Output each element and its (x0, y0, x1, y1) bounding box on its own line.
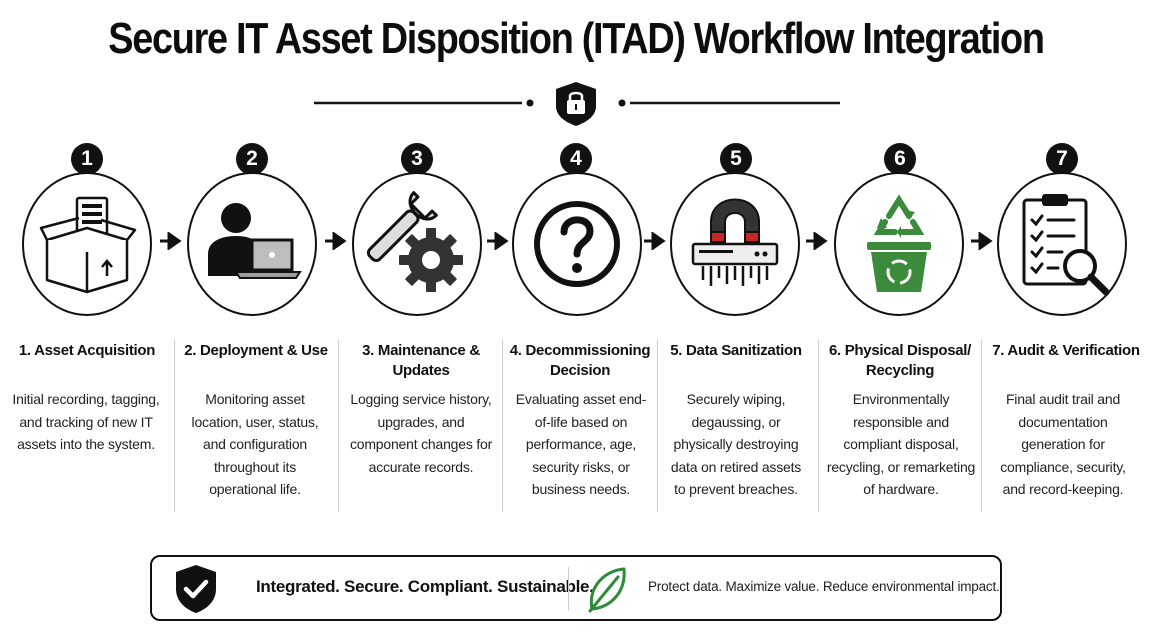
step-5-number: 5 (720, 143, 752, 175)
shield-check-icon (176, 565, 216, 613)
column-separator (657, 340, 658, 512)
step-2-circle (187, 172, 317, 316)
user-laptop-icon (208, 203, 302, 279)
step-5-circle (670, 172, 800, 316)
step-3-description: Logging service history, upgrades, and c… (349, 391, 493, 475)
step-4-title: 4. Decommissioning Decision (509, 342, 651, 379)
step-7-description: Final audit trail and documentation gene… (1000, 391, 1126, 497)
footer-subline: Protect data. Maximize value. Reduce env… (648, 579, 1000, 594)
step-3-title: 3. Maintenance & Updates (362, 342, 480, 379)
title-divider (314, 82, 840, 126)
footer-banner: Integrated. Secure. Compliant. Sustainab… (150, 555, 1002, 621)
step-1-circle (22, 172, 152, 316)
step-7-title: 7. Audit & Verification (992, 342, 1140, 359)
column-separator (818, 340, 819, 512)
column-separator (338, 340, 339, 512)
arrow-5-6 (806, 232, 828, 250)
step-1-title: 1. Asset Acquisition (18, 342, 156, 359)
footer-separator (568, 567, 569, 611)
step-4-description: Evaluating asset end-of-life based on pe… (515, 391, 647, 497)
server-box-icon (39, 196, 137, 294)
arrow-6-7 (971, 232, 993, 250)
question-mark-icon (534, 201, 620, 287)
step-2-description: Monitoring asset location, user, status,… (191, 391, 319, 497)
leaf-icon (588, 567, 626, 613)
arrow-4-5 (644, 232, 666, 250)
page-title: Secure IT Asset Disposition (ITAD) Workf… (108, 14, 1045, 63)
step-6-circle (834, 172, 964, 316)
wrench-gear-icon (366, 191, 463, 292)
arrow-1-2 (160, 232, 182, 250)
step-6-description: Environmentally responsible and complian… (826, 391, 976, 497)
step-4-circle (512, 172, 642, 316)
step-2-number: 2 (236, 143, 268, 175)
recycle-bin-icon (867, 194, 931, 292)
step-1-description: Initial recording, tagging, and tracking… (12, 391, 160, 452)
step-7-number: 7 (1046, 143, 1078, 175)
column-separator (174, 340, 175, 512)
step-4-number: 4 (560, 143, 592, 175)
step-1-number: 1 (71, 143, 103, 175)
step-6-number: 6 (884, 143, 916, 175)
step-7-circle (997, 172, 1127, 316)
step-6-title: 6. Physical Disposal/ Recycling (828, 342, 972, 379)
column-separator (502, 340, 503, 512)
step-3-circle (352, 172, 482, 316)
magnet-shredder-icon (691, 198, 779, 286)
clipboard-magnifier-icon (1022, 194, 1110, 296)
step-2-title: 2. Deployment & Use (184, 342, 328, 359)
arrow-2-3 (325, 232, 347, 250)
padlock-shield-icon (556, 82, 596, 126)
step-5-title: 5. Data Sanitization (670, 342, 802, 359)
column-separator (981, 340, 982, 512)
step-3-number: 3 (401, 143, 433, 175)
arrow-3-4 (487, 232, 509, 250)
footer-tagline: Integrated. Secure. Compliant. Sustainab… (256, 577, 594, 596)
step-5-description: Securely wiping, degaussing, or physical… (670, 391, 802, 497)
